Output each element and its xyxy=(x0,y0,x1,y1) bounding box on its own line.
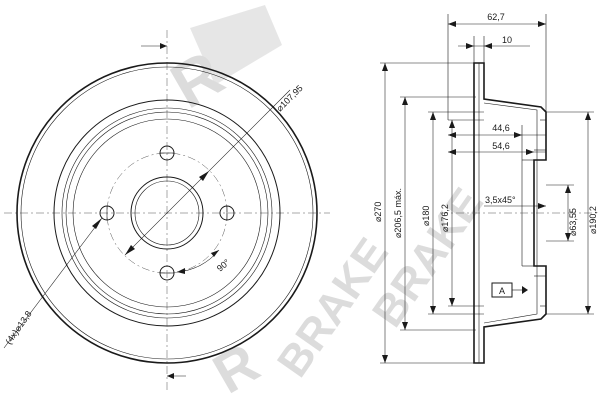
dim-270-label: ⌀270 xyxy=(373,202,383,222)
pcd-arrow-a xyxy=(125,245,135,255)
dim-63-arrow-top xyxy=(565,185,571,193)
disc-outer-edge-inner xyxy=(20,66,314,360)
hat-wall-outer xyxy=(61,107,273,319)
dim-206-arrow-bottom xyxy=(402,322,408,330)
dim-63-arrow-bottom xyxy=(565,233,571,241)
dim-176-label: ⌀176,2 xyxy=(440,204,450,232)
dim-62-label: 62,7 xyxy=(487,12,505,22)
hole-size-label: (4x)⌀13,8 xyxy=(3,309,33,346)
dim-54-label: 54,6 xyxy=(492,141,510,151)
top-tick-arrow xyxy=(160,43,167,49)
dim-190-label: ⌀190,2 xyxy=(588,206,598,234)
center-bore-chamfer xyxy=(134,180,200,246)
angle-label: 90° xyxy=(215,257,232,274)
hole-leader-arrow xyxy=(92,218,102,229)
bolt-holes xyxy=(99,145,235,281)
dim-206-label: ⌀206,5 máx. xyxy=(393,188,403,238)
disc-outer-edge xyxy=(16,62,318,364)
dim-176-arrow-bottom xyxy=(449,298,455,306)
hat-face-edge xyxy=(72,118,262,308)
watermark: R BRAKE BRAKE R xyxy=(159,5,493,400)
hole-leader-line xyxy=(3,217,103,349)
dim-44-arrow-right xyxy=(514,132,522,138)
dim-190-arrow-bottom xyxy=(585,306,591,314)
angle-arrow-b xyxy=(177,268,185,274)
pcd-label: ⌀107,95 xyxy=(274,83,304,113)
dim-10-arrow-left xyxy=(466,43,474,49)
center-bore xyxy=(130,176,204,250)
datum-label: A xyxy=(499,286,505,296)
dim-62-arrow-right xyxy=(538,21,546,27)
hat-wall-inner xyxy=(65,111,269,315)
dim-62-arrow-left xyxy=(448,21,456,27)
dim-270-arrow-bottom xyxy=(382,355,388,363)
dim-180-arrow-bottom xyxy=(430,306,436,314)
dim-10-label: 10 xyxy=(502,35,512,45)
dim-206-arrow-top xyxy=(402,97,408,105)
dim-54-arrow-right xyxy=(526,149,534,155)
dim-44-label: 44,6 xyxy=(492,123,510,133)
hat-inner-profile xyxy=(483,102,538,324)
watermark-letter-bottom: R xyxy=(203,331,270,400)
braking-surface-inner xyxy=(53,99,281,327)
dim-180-arrow-top xyxy=(430,112,436,120)
dim-63-label: ⌀63,55 xyxy=(568,208,578,236)
dim-10-arrow-right xyxy=(484,43,492,49)
dim-176-arrow-top xyxy=(449,120,455,128)
side-view: 62,7 10 44,6 54,6 3,5x45° ⌀270 ⌀206,5 má… xyxy=(373,12,598,364)
pcd-arrow-b xyxy=(199,171,209,181)
dim-190-arrow-top xyxy=(585,112,591,120)
bottom-tick-arrow xyxy=(167,373,174,379)
watermark-logo-shape xyxy=(190,5,282,85)
dim-270-arrow-top xyxy=(382,63,388,71)
dim-180-label: ⌀180 xyxy=(421,206,431,226)
datum-triangle xyxy=(522,286,528,294)
chamfer-label: 3,5x45° xyxy=(485,195,516,205)
angle-arrow-a xyxy=(211,250,219,257)
chamfer-arrow xyxy=(538,203,546,209)
